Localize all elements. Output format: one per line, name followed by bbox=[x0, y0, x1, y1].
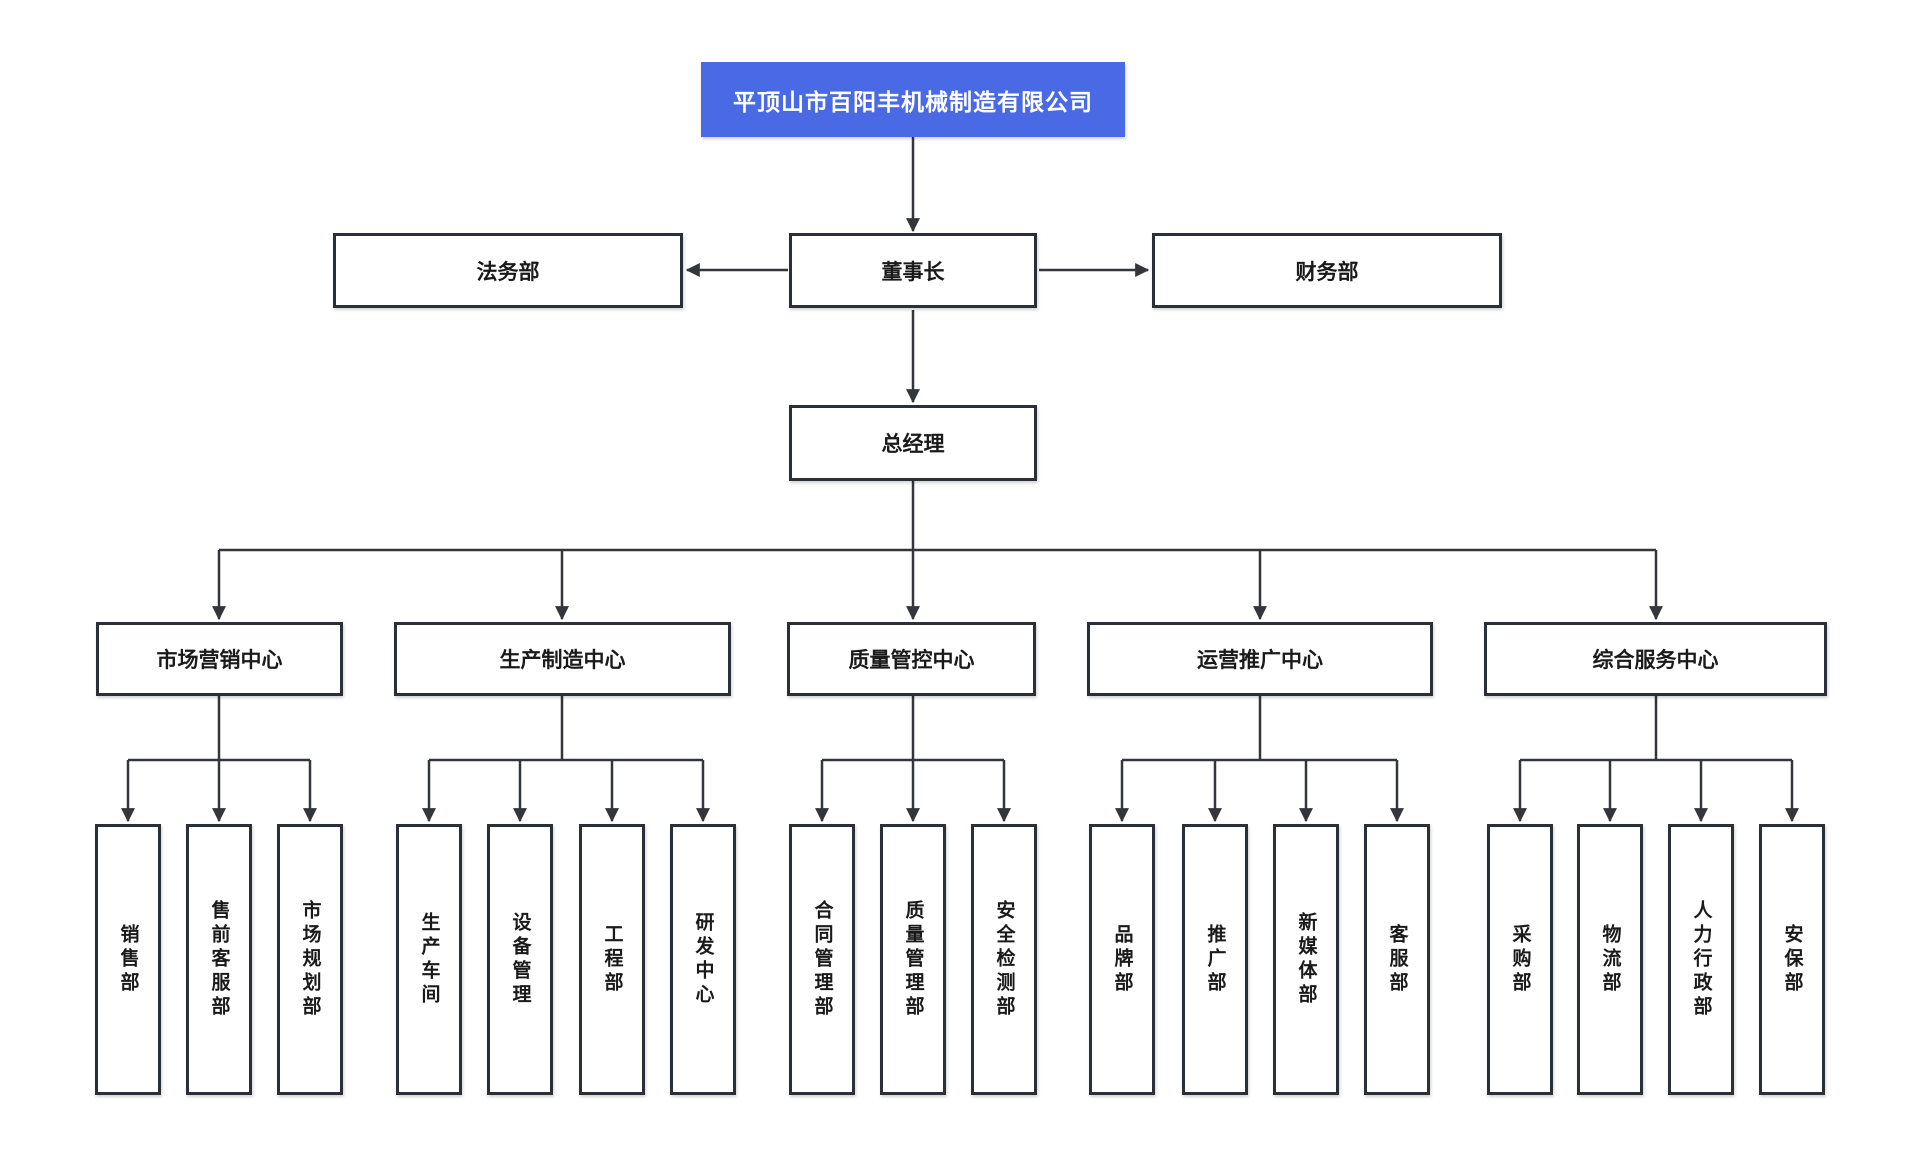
dept-node-equipment-mgmt: 设备管理 bbox=[487, 824, 553, 1095]
dept-node-logistics: 物流部 bbox=[1577, 824, 1643, 1095]
dept-node-brand: 品牌部 bbox=[1089, 824, 1155, 1095]
dept-node-promotion: 推广部 bbox=[1182, 824, 1248, 1095]
dept-node-market-planning: 市场规划部 bbox=[277, 824, 343, 1095]
center-node-production: 生产制造中心 bbox=[394, 622, 731, 696]
dept-node-quality-mgmt: 质量管理部 bbox=[880, 824, 946, 1095]
legal-dept-node: 法务部 bbox=[333, 233, 683, 308]
finance-dept-node: 财务部 bbox=[1152, 233, 1502, 308]
center-node-quality: 质量管控中心 bbox=[787, 622, 1036, 696]
dept-node-hr-admin: 人力行政部 bbox=[1668, 824, 1734, 1095]
dept-node-purchasing: 采购部 bbox=[1487, 824, 1553, 1095]
dept-node-customer-service: 客服部 bbox=[1364, 824, 1430, 1095]
dept-node-presales-service: 售前客服部 bbox=[186, 824, 252, 1095]
dept-node-new-media: 新媒体部 bbox=[1273, 824, 1339, 1095]
dept-node-contract-mgmt: 合同管理部 bbox=[789, 824, 855, 1095]
chairman-node: 董事长 bbox=[789, 233, 1037, 308]
dept-node-sales: 销售部 bbox=[95, 824, 161, 1095]
dept-node-safety-testing: 安全检测部 bbox=[971, 824, 1037, 1095]
center-node-operations: 运营推广中心 bbox=[1087, 622, 1433, 696]
dept-node-rd-center: 研发中心 bbox=[670, 824, 736, 1095]
dept-node-production-workshop: 生产车间 bbox=[396, 824, 462, 1095]
center-node-services: 综合服务中心 bbox=[1484, 622, 1827, 696]
company-root-node: 平顶山市百阳丰机械制造有限公司 bbox=[701, 62, 1125, 137]
center-node-marketing: 市场营销中心 bbox=[96, 622, 343, 696]
dept-node-security: 安保部 bbox=[1759, 824, 1825, 1095]
general-manager-node: 总经理 bbox=[789, 405, 1037, 481]
dept-node-engineering: 工程部 bbox=[579, 824, 645, 1095]
